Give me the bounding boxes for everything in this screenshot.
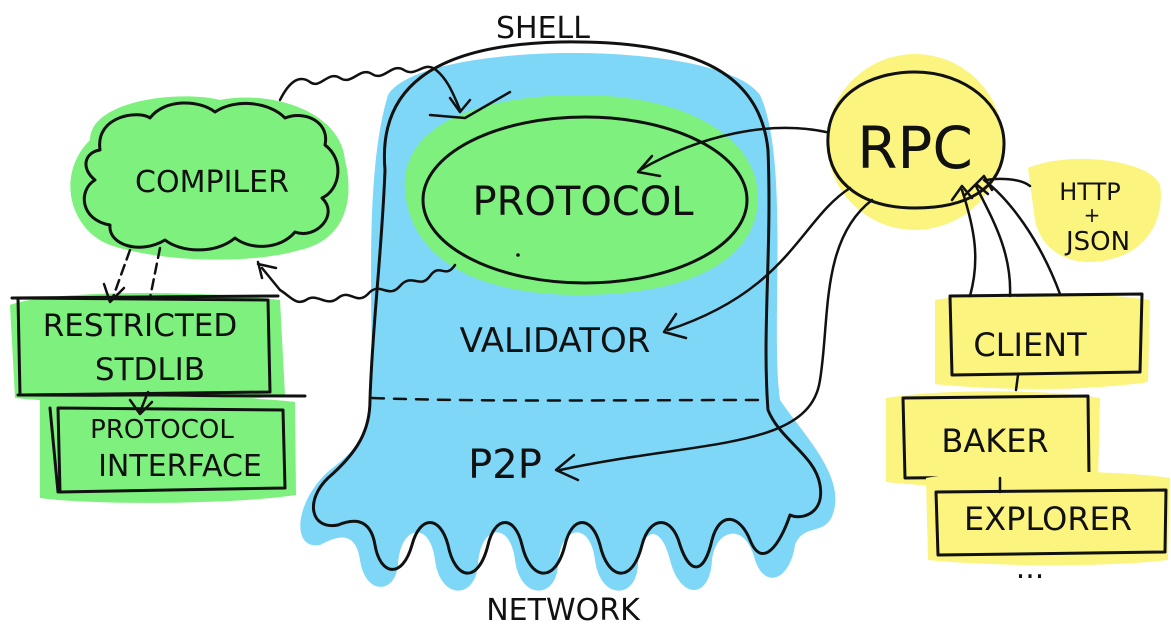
client-to-baker-link [1014,373,1020,392]
baker-label: BAKER [941,422,1048,460]
compiler-node[interactable] [70,96,349,260]
protocol-interface-highlight [40,396,296,503]
compiler-highlight [70,96,349,260]
more-ellipsis: ... [1016,551,1045,586]
shell-outline [312,40,823,575]
stdlib-to-interface-arrow [138,390,150,414]
client-to-rpc-lines [960,177,1062,298]
rpc-highlight [827,54,1003,230]
rpc-to-protocol-arrow [638,126,828,172]
protocol-highlight [404,95,759,295]
validator-label: VALIDATOR [460,321,651,361]
http-json-highlight [1028,158,1161,262]
restricted-stdlib-outline [10,294,307,398]
protocol-outline [421,115,749,285]
compiler-outline [82,101,340,252]
restricted-stdlib-node[interactable] [10,293,307,403]
plus-label: + [1084,203,1101,227]
client-label: CLIENT [973,326,1087,364]
rpc-to-p2p-arrow [558,198,874,472]
compiler-label: COMPILER [135,165,289,200]
compiler-to-protocol-squiggle [278,65,462,112]
explorer-label: EXPLORER [964,500,1132,538]
explorer-highlight [926,471,1170,566]
p2p-label: P2P [468,442,542,488]
network-label: NETWORK [486,593,641,628]
client-to-rpc-arrowheads [950,174,994,202]
rpc-to-protocol-arrowhead [636,154,662,178]
restricted-stdlib-label-line1: RESTRICTED [43,308,237,344]
json-label: JSON [1064,227,1130,257]
restricted-stdlib-label-line2: STDLIB [95,352,205,388]
restricted-stdlib-highlight [10,293,285,403]
compiler-to-stdlib-arrow [110,246,162,302]
squiggle-arrowhead-bottom [256,260,278,280]
rpc-outline [826,70,1006,210]
stdlib-to-interface-arrowhead [128,398,154,416]
protocol-dot [516,253,520,257]
shell-separator-dashed [370,396,760,402]
shell-label: SHELL [496,11,590,46]
explorer-node[interactable] [926,471,1170,566]
client-outline [948,292,1144,377]
protocol-interface-label-line1: PROTOCOL [90,415,234,445]
squiggle-arrowhead-top [428,90,512,120]
baker-highlight [886,391,1100,487]
protocol-node[interactable] [404,95,759,295]
rpc-to-p2p-arrowhead [554,453,580,482]
protocol-to-compiler-squiggle [260,263,457,304]
http-label: HTTP [1059,178,1120,206]
explorer-outline [934,488,1168,557]
client-highlight [935,293,1150,389]
protocol-interface-outline [48,406,287,494]
rpc-label: RPC [857,114,973,182]
compiler-to-stdlib-arrowhead [102,282,126,304]
rpc-to-validator-arrow [666,186,852,332]
protocol-interface-node[interactable] [40,396,296,503]
client-node[interactable] [935,292,1150,389]
protocol-interface-label-line2: INTERFACE [98,449,262,484]
protocol-label: PROTOCOL [472,179,694,225]
rpc-to-validator-arrowhead [662,312,688,340]
rpc-node[interactable] [826,54,1006,230]
